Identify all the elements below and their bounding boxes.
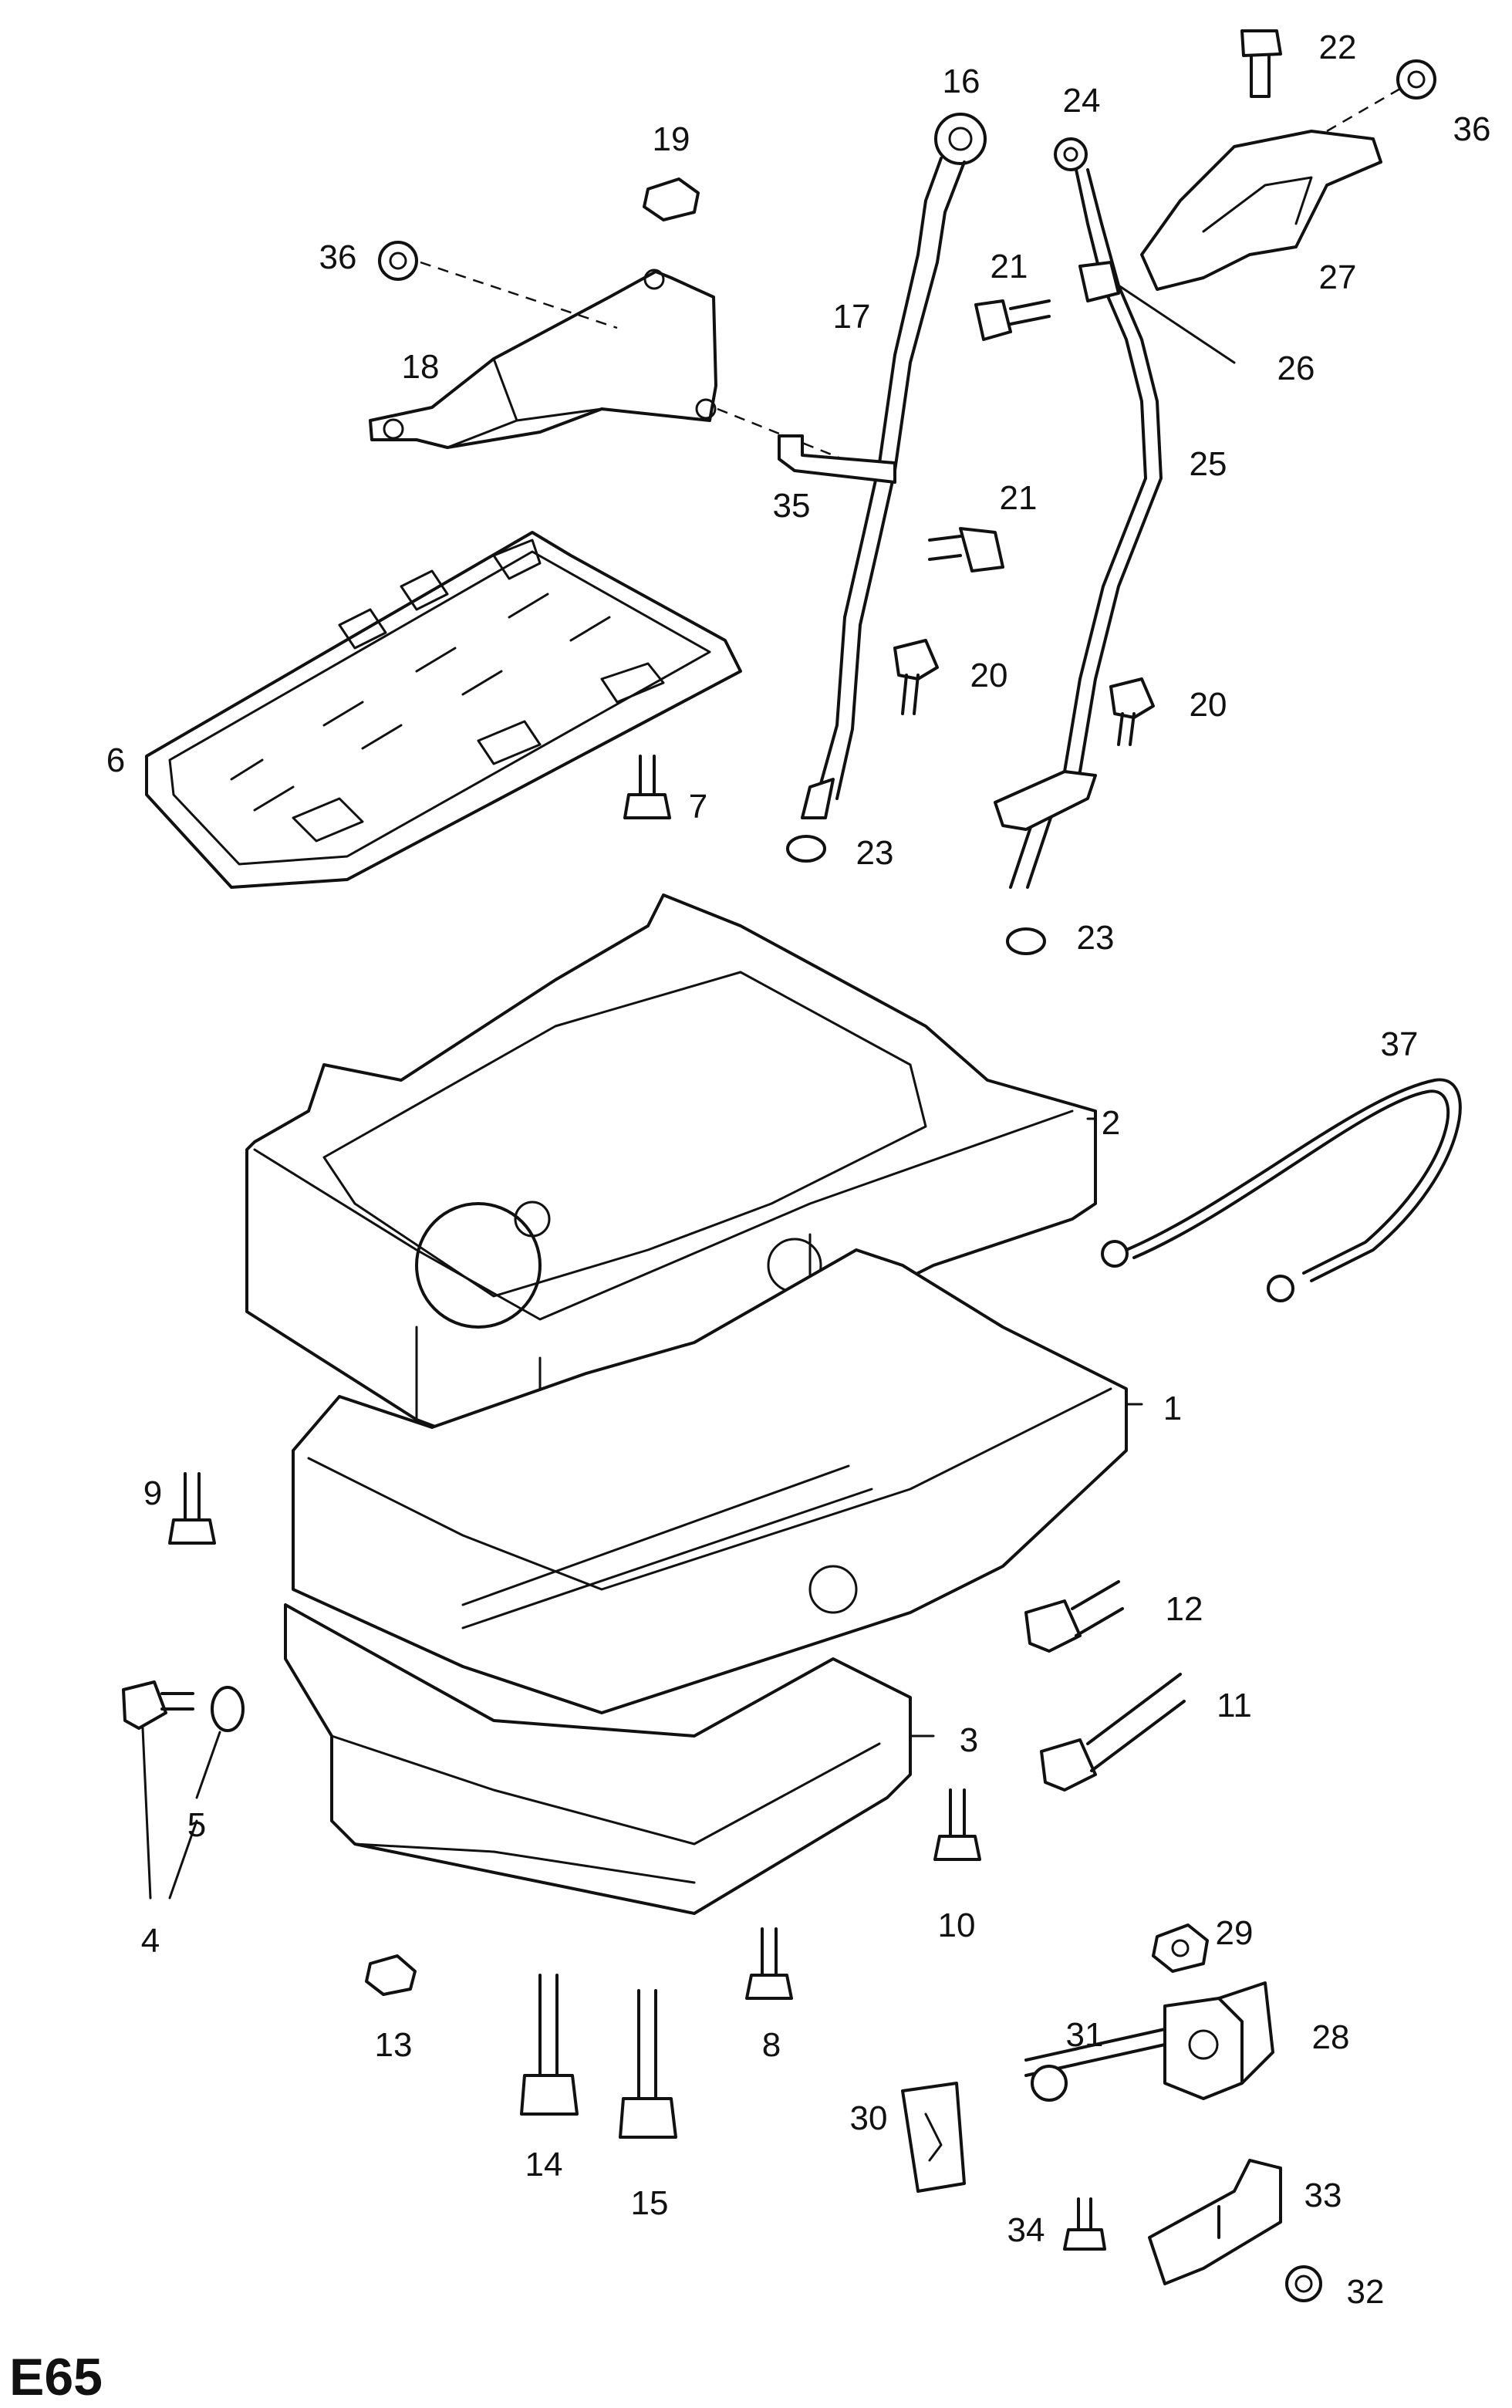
part-3-lower-pan: [284, 1603, 912, 1915]
part-4-drain-plug: [122, 1680, 194, 1900]
callout-36: 36: [319, 238, 357, 276]
part-23-oring-right: [1006, 927, 1046, 955]
callout-35: 35: [773, 487, 811, 525]
callout-7: 7: [689, 788, 707, 826]
part-18-bracket: [369, 261, 872, 472]
part-14-stud: [520, 1974, 579, 2116]
part-29-nut: [1152, 1923, 1209, 1973]
callout-10: 10: [938, 1906, 976, 1944]
part-20-bolt-right: [1109, 677, 1155, 746]
part-8-bolt: [745, 1927, 793, 2000]
callout-24: 24: [1063, 82, 1101, 120]
callout-8: 8: [762, 2026, 781, 2064]
part-9-bolt: [168, 1472, 216, 1545]
part-15-stud: [619, 1989, 677, 2139]
part-31-rod: [1024, 2028, 1166, 2102]
callout-16: 16: [943, 62, 980, 100]
callout-30: 30: [850, 2099, 888, 2137]
part-5-washer: [168, 1686, 245, 1900]
part-33-bracket: [1148, 2159, 1282, 2285]
callout-20: 20: [970, 657, 1008, 694]
part-27-bracket: [1140, 130, 1382, 291]
callout-9: 9: [143, 1474, 162, 1512]
part-19-nut: [643, 177, 700, 221]
callout-20: 20: [1190, 686, 1227, 724]
callout-13: 13: [375, 2026, 413, 2064]
diagram-code: E65: [9, 2348, 103, 2404]
callout-29: 29: [1216, 1914, 1254, 1952]
callout-18: 18: [402, 348, 440, 386]
callout-27: 27: [1319, 258, 1357, 296]
part-35-bracket-clip: [778, 434, 896, 484]
callout-19: 19: [653, 120, 690, 158]
callout-17: 17: [833, 298, 871, 336]
callout-11: 11: [1217, 1687, 1252, 1724]
callout-15: 15: [631, 2184, 669, 2222]
callout-4: 4: [141, 1922, 160, 1960]
part-26-clip: [1078, 261, 1236, 364]
leader-lines: [909, 1117, 1143, 1738]
part-36-nut-right: [1326, 59, 1436, 133]
callout-23: 23: [856, 834, 894, 872]
part-32-bolt: [1285, 2265, 1322, 2302]
part-13-nut: [365, 1954, 417, 1996]
part-36-nut-left: [378, 241, 418, 281]
callout-1: 1: [1163, 1390, 1182, 1427]
part-23-oring-left: [786, 835, 826, 863]
part-34-bolt: [1063, 2197, 1106, 2251]
callout-33: 33: [1304, 2177, 1342, 2214]
callout-37: 37: [1381, 1025, 1419, 1063]
part-20-bolt-left: [893, 639, 939, 715]
callout-34: 34: [1007, 2211, 1045, 2249]
callout-36: 36: [1453, 110, 1491, 148]
part-28-bracket: [1163, 1981, 1274, 2100]
callout-2: 2: [1102, 1104, 1120, 1142]
callout-31: 31: [1066, 2016, 1104, 2054]
part-12-bolt: [1024, 1580, 1124, 1653]
part-1-main-pan: [292, 1248, 1128, 1714]
callout-14: 14: [525, 2146, 563, 2183]
callout-6: 6: [106, 741, 125, 779]
part-30-clip: [901, 2082, 966, 2193]
callout-23: 23: [1077, 919, 1115, 957]
part-21-bolt-lower: [928, 527, 1004, 572]
callout-3: 3: [960, 1721, 978, 1759]
part-22-bolt: [1240, 29, 1282, 98]
callout-5: 5: [187, 1806, 206, 1844]
callout-21: 21: [1000, 479, 1038, 517]
callout-22: 22: [1319, 29, 1357, 66]
part-21-bolt-upper: [974, 299, 1051, 341]
callout-28: 28: [1312, 2018, 1350, 2056]
part-11-bolt: [1040, 1673, 1186, 1792]
part-7-bolt: [623, 755, 671, 819]
callout-25: 25: [1190, 445, 1227, 483]
part-6-gasket: [145, 531, 742, 889]
callout-26: 26: [1277, 350, 1315, 387]
callout-12: 12: [1166, 1590, 1203, 1628]
part-37-cable: [1101, 1078, 1462, 1302]
callout-32: 32: [1347, 2273, 1385, 2311]
callout-21: 21: [991, 248, 1028, 285]
part-10-bolt: [933, 1788, 981, 1861]
callout-labels: 1234567891011121314151617181920202121222…: [106, 29, 1491, 2311]
